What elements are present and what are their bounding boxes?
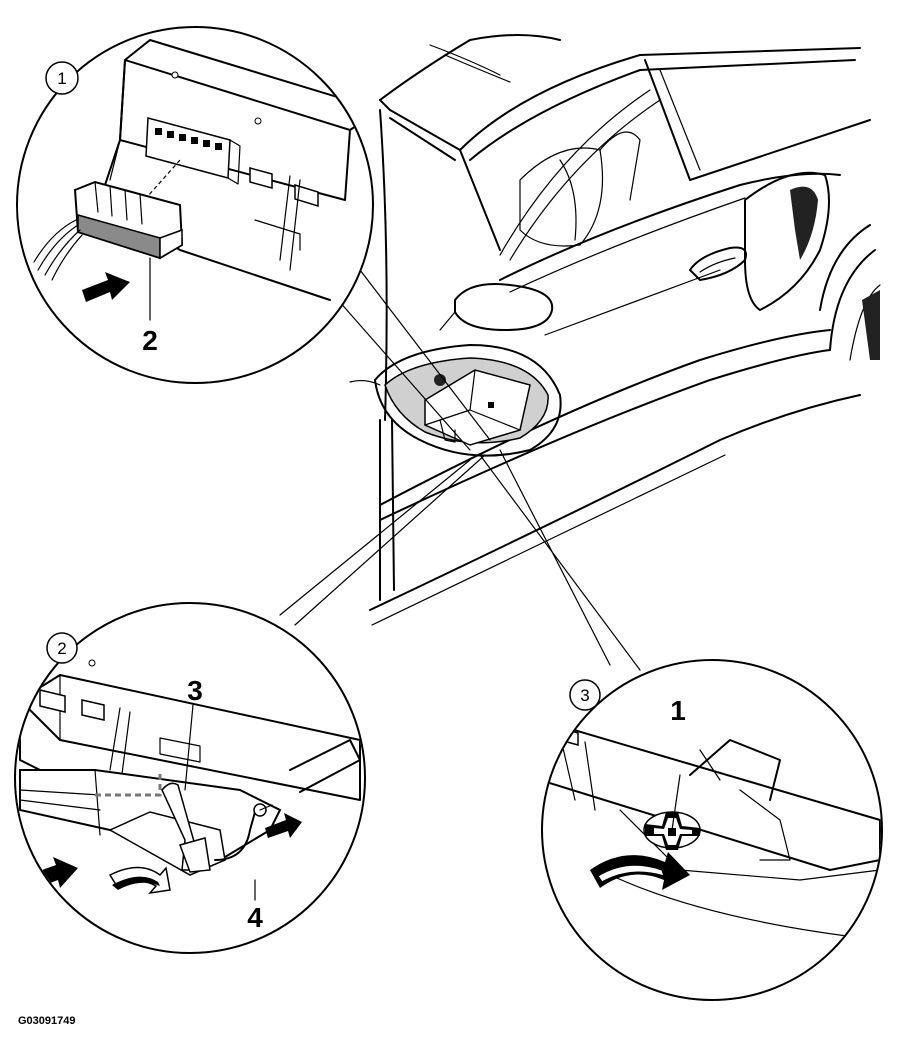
callout-2-view1: 2 <box>142 325 158 356</box>
callout-3-view2: 3 <box>187 675 203 706</box>
detail-view-1: 1 2 <box>16 26 374 384</box>
control-unit-location <box>349 344 562 457</box>
view-marker-2 <box>46 632 78 664</box>
view-marker-2-label: 2 <box>57 639 66 658</box>
view-marker-3-label: 3 <box>580 686 589 705</box>
figure-id: G03091749 <box>18 1015 76 1027</box>
car-illustration <box>369 34 881 626</box>
leader-lines <box>279 269 641 671</box>
callout-1-view3: 1 <box>670 695 686 726</box>
callout-4-view2: 4 <box>247 902 263 933</box>
view-marker-1 <box>45 61 79 95</box>
detail-view-2: 2 3 4 <box>14 602 366 954</box>
detail-view-3: 3 1 <box>541 659 883 1001</box>
view-marker-1-label: 1 <box>57 69 66 88</box>
view-marker-3 <box>569 679 601 711</box>
